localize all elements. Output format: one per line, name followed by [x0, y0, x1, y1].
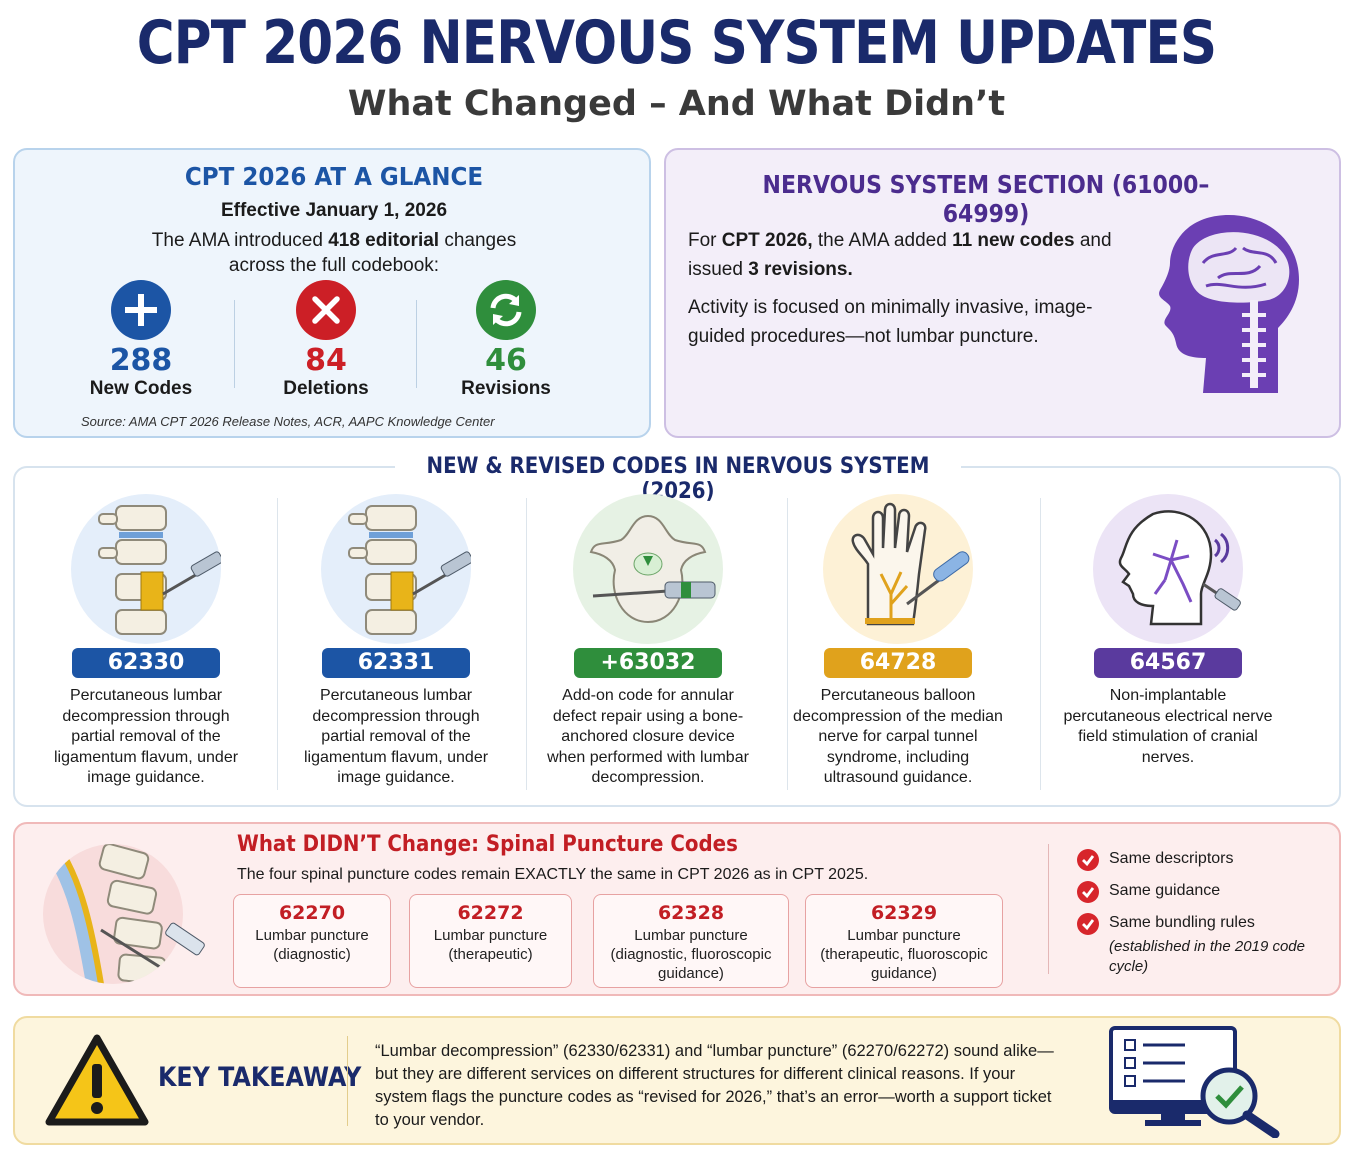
divider: [787, 498, 788, 790]
monitor-check-icon: [1109, 1026, 1280, 1138]
code-card-64728: 64728 Percutaneous balloon decompression…: [773, 494, 1023, 789]
puncture-code: 62328: [657, 902, 725, 924]
nervous-summary: For CPT 2026, the AMA added 11 new codes…: [688, 230, 1112, 280]
code-badge: 62331: [322, 648, 470, 678]
puncture-code-62328: 62328 Lumbar puncture (diagnostic, fluor…: [593, 894, 789, 988]
cranial-nerve-icon: [1093, 494, 1243, 644]
code-description: Add-on code for annular defect repair us…: [547, 687, 749, 786]
hand-balloon-icon: [823, 494, 973, 644]
vertebra-closure-icon: [573, 494, 723, 644]
takeaway-panel: KEY TAKEAWAY “Lumbar decompression” (623…: [13, 1016, 1341, 1145]
glance-heading: CPT 2026 AT A GLANCE: [184, 162, 484, 191]
code-description: Percutaneous lumbar decompression throug…: [53, 687, 239, 786]
stat-label: Deletions: [283, 378, 369, 399]
stat-label: Revisions: [461, 378, 551, 399]
x-icon: [296, 280, 356, 340]
check-icon: [1077, 881, 1099, 903]
nochange-panel: What DIDN’T Change: Spinal Puncture Code…: [13, 822, 1341, 996]
puncture-code-62270: 62270 Lumbar puncture (diagnostic): [233, 894, 391, 988]
spine-needle-icon: [321, 494, 474, 644]
puncture-code-62329: 62329 Lumbar puncture (therapeutic, fluo…: [805, 894, 1003, 988]
check-note: (established in the 2019 code cycle): [1109, 938, 1305, 975]
code-badge: 62330: [72, 648, 220, 678]
code-badge: 64728: [824, 648, 972, 678]
stat-label: New Codes: [89, 378, 193, 399]
divider: [526, 498, 527, 790]
code-card-64567: 64567 Non-implantable percutaneous elect…: [1043, 494, 1293, 768]
codes-heading: NEW & REVISED CODES IN NERVOUS SYSTEM (2…: [426, 454, 930, 504]
plus-icon: [111, 280, 171, 340]
nochange-heading: What DIDN’T Change: Spinal Puncture Code…: [237, 832, 738, 857]
stat-revisions: 46 Revisions: [416, 280, 596, 400]
nervous-heading: NERVOUS SYSTEM SECTION (61000–64999): [762, 170, 1210, 228]
divider: [416, 300, 417, 388]
puncture-desc: Lumbar puncture (diagnostic): [255, 927, 369, 963]
spine-needle-icon: [71, 494, 224, 644]
page-subtitle: What Changed – And What Didn’t: [347, 84, 1006, 124]
source-note: Source: AMA CPT 2026 Release Notes, ACR,…: [81, 414, 495, 429]
stat-value: 84: [305, 343, 347, 378]
puncture-desc: Lumbar puncture (diagnostic, fluoroscopi…: [610, 927, 772, 982]
nervous-focus: Activity is focused on minimally invasiv…: [688, 297, 1093, 347]
puncture-desc: Lumbar puncture (therapeutic, fluoroscop…: [820, 927, 988, 982]
check-icon: [1077, 849, 1099, 871]
refresh-icon: [476, 280, 536, 340]
stat-deletions: 84 Deletions: [236, 280, 416, 400]
spinal-puncture-icon: [43, 844, 183, 984]
puncture-desc: Lumbar puncture (therapeutic): [433, 927, 548, 963]
glance-panel: CPT 2026 AT A GLANCE Effective January 1…: [13, 148, 651, 438]
divider: [1040, 498, 1041, 790]
code-description: Non-implantable percutaneous electrical …: [1063, 687, 1273, 766]
nervous-panel: NERVOUS SYSTEM SECTION (61000–64999) For…: [664, 148, 1341, 438]
divider: [347, 1036, 348, 1126]
divider: [1048, 844, 1049, 974]
nochange-subheading: The four spinal puncture codes remain EX…: [237, 866, 869, 883]
code-card-62330: 62330 Percutaneous lumbar decompression …: [21, 494, 271, 789]
warning-icon: [45, 1034, 149, 1126]
glance-intro: The AMA introduced 418 editorial changes…: [151, 230, 517, 276]
effective-date: Effective January 1, 2026: [220, 200, 448, 221]
divider: [277, 498, 278, 790]
divider: [234, 300, 235, 388]
puncture-code: 62272: [457, 902, 524, 924]
code-badge: +63032: [574, 648, 722, 678]
page-title: CPT 2026 NERVOUS SYSTEM UPDATES: [136, 8, 1217, 78]
stat-value: 46: [485, 343, 527, 378]
brain-head-icon: [1159, 215, 1299, 393]
takeaway-text: “Lumbar decompression” (62330/62331) and…: [375, 1042, 1054, 1129]
syringe-icon: [165, 922, 205, 956]
check-icon: [1077, 913, 1099, 935]
code-badge: 64567: [1094, 648, 1242, 678]
code-description: Percutaneous balloon decompression of th…: [793, 687, 1003, 786]
codes-panel: NEW & REVISED CODES IN NERVOUS SYSTEM (2…: [13, 454, 1341, 807]
puncture-code: 62329: [870, 902, 938, 924]
code-card-62331: 62331 Percutaneous lumbar decompression …: [271, 494, 521, 789]
stat-new-codes: 288 New Codes: [51, 280, 231, 400]
code-description: Percutaneous lumbar decompression throug…: [303, 687, 489, 786]
code-card-63032: +63032 Add-on code for annular defect re…: [523, 494, 773, 789]
takeaway-heading: KEY TAKEAWAY: [158, 1062, 362, 1093]
puncture-code-62272: 62272 Lumbar puncture (therapeutic): [409, 894, 572, 988]
stat-value: 288: [109, 343, 173, 378]
puncture-code: 62270: [278, 902, 346, 924]
